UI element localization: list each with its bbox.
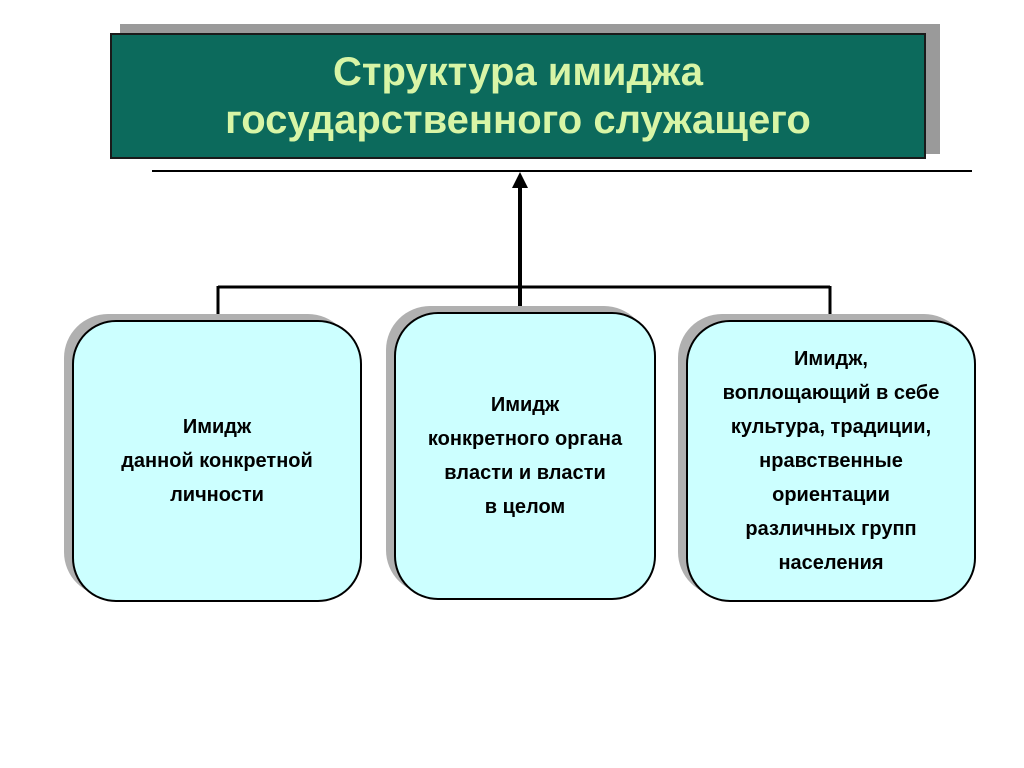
- card-3-line-6: различных групп: [745, 518, 917, 540]
- card-authority-image: Имидж конкретного органа власти и власти…: [394, 312, 656, 600]
- card-2-line-3: власти и власти: [444, 462, 606, 484]
- card-1-line-2: данной конкретной: [121, 450, 313, 472]
- card-2-line-1: Имидж: [490, 394, 560, 416]
- card-3-line-1: Имидж,: [794, 348, 868, 370]
- card-1-line-3: личности: [170, 484, 264, 506]
- card-3-line-3: культура, традиции,: [730, 416, 932, 438]
- card-3-line-2: воплощающий в себе: [722, 382, 940, 404]
- card-personal-image: Имидж данной конкретной личности: [72, 320, 362, 602]
- card-cultural-image: Имидж, воплощающий в себе культура, трад…: [686, 320, 976, 602]
- arrow-head: [512, 172, 528, 188]
- card-3-line-7: населения: [778, 552, 884, 574]
- card-2-line-2: конкретного органа: [427, 428, 623, 450]
- card-3-line-5: ориентации: [772, 484, 890, 506]
- card-2-line-4: в целом: [484, 496, 566, 518]
- diagram-title-line-1: Структура имиджа: [333, 50, 703, 94]
- card-3-line-4: нравственные: [759, 450, 903, 472]
- diagram-title-box: Структура имиджа государственного служащ…: [110, 33, 926, 159]
- diagram-title-line-2: государственного служащего: [225, 98, 811, 142]
- card-1-line-1: Имидж: [182, 416, 252, 438]
